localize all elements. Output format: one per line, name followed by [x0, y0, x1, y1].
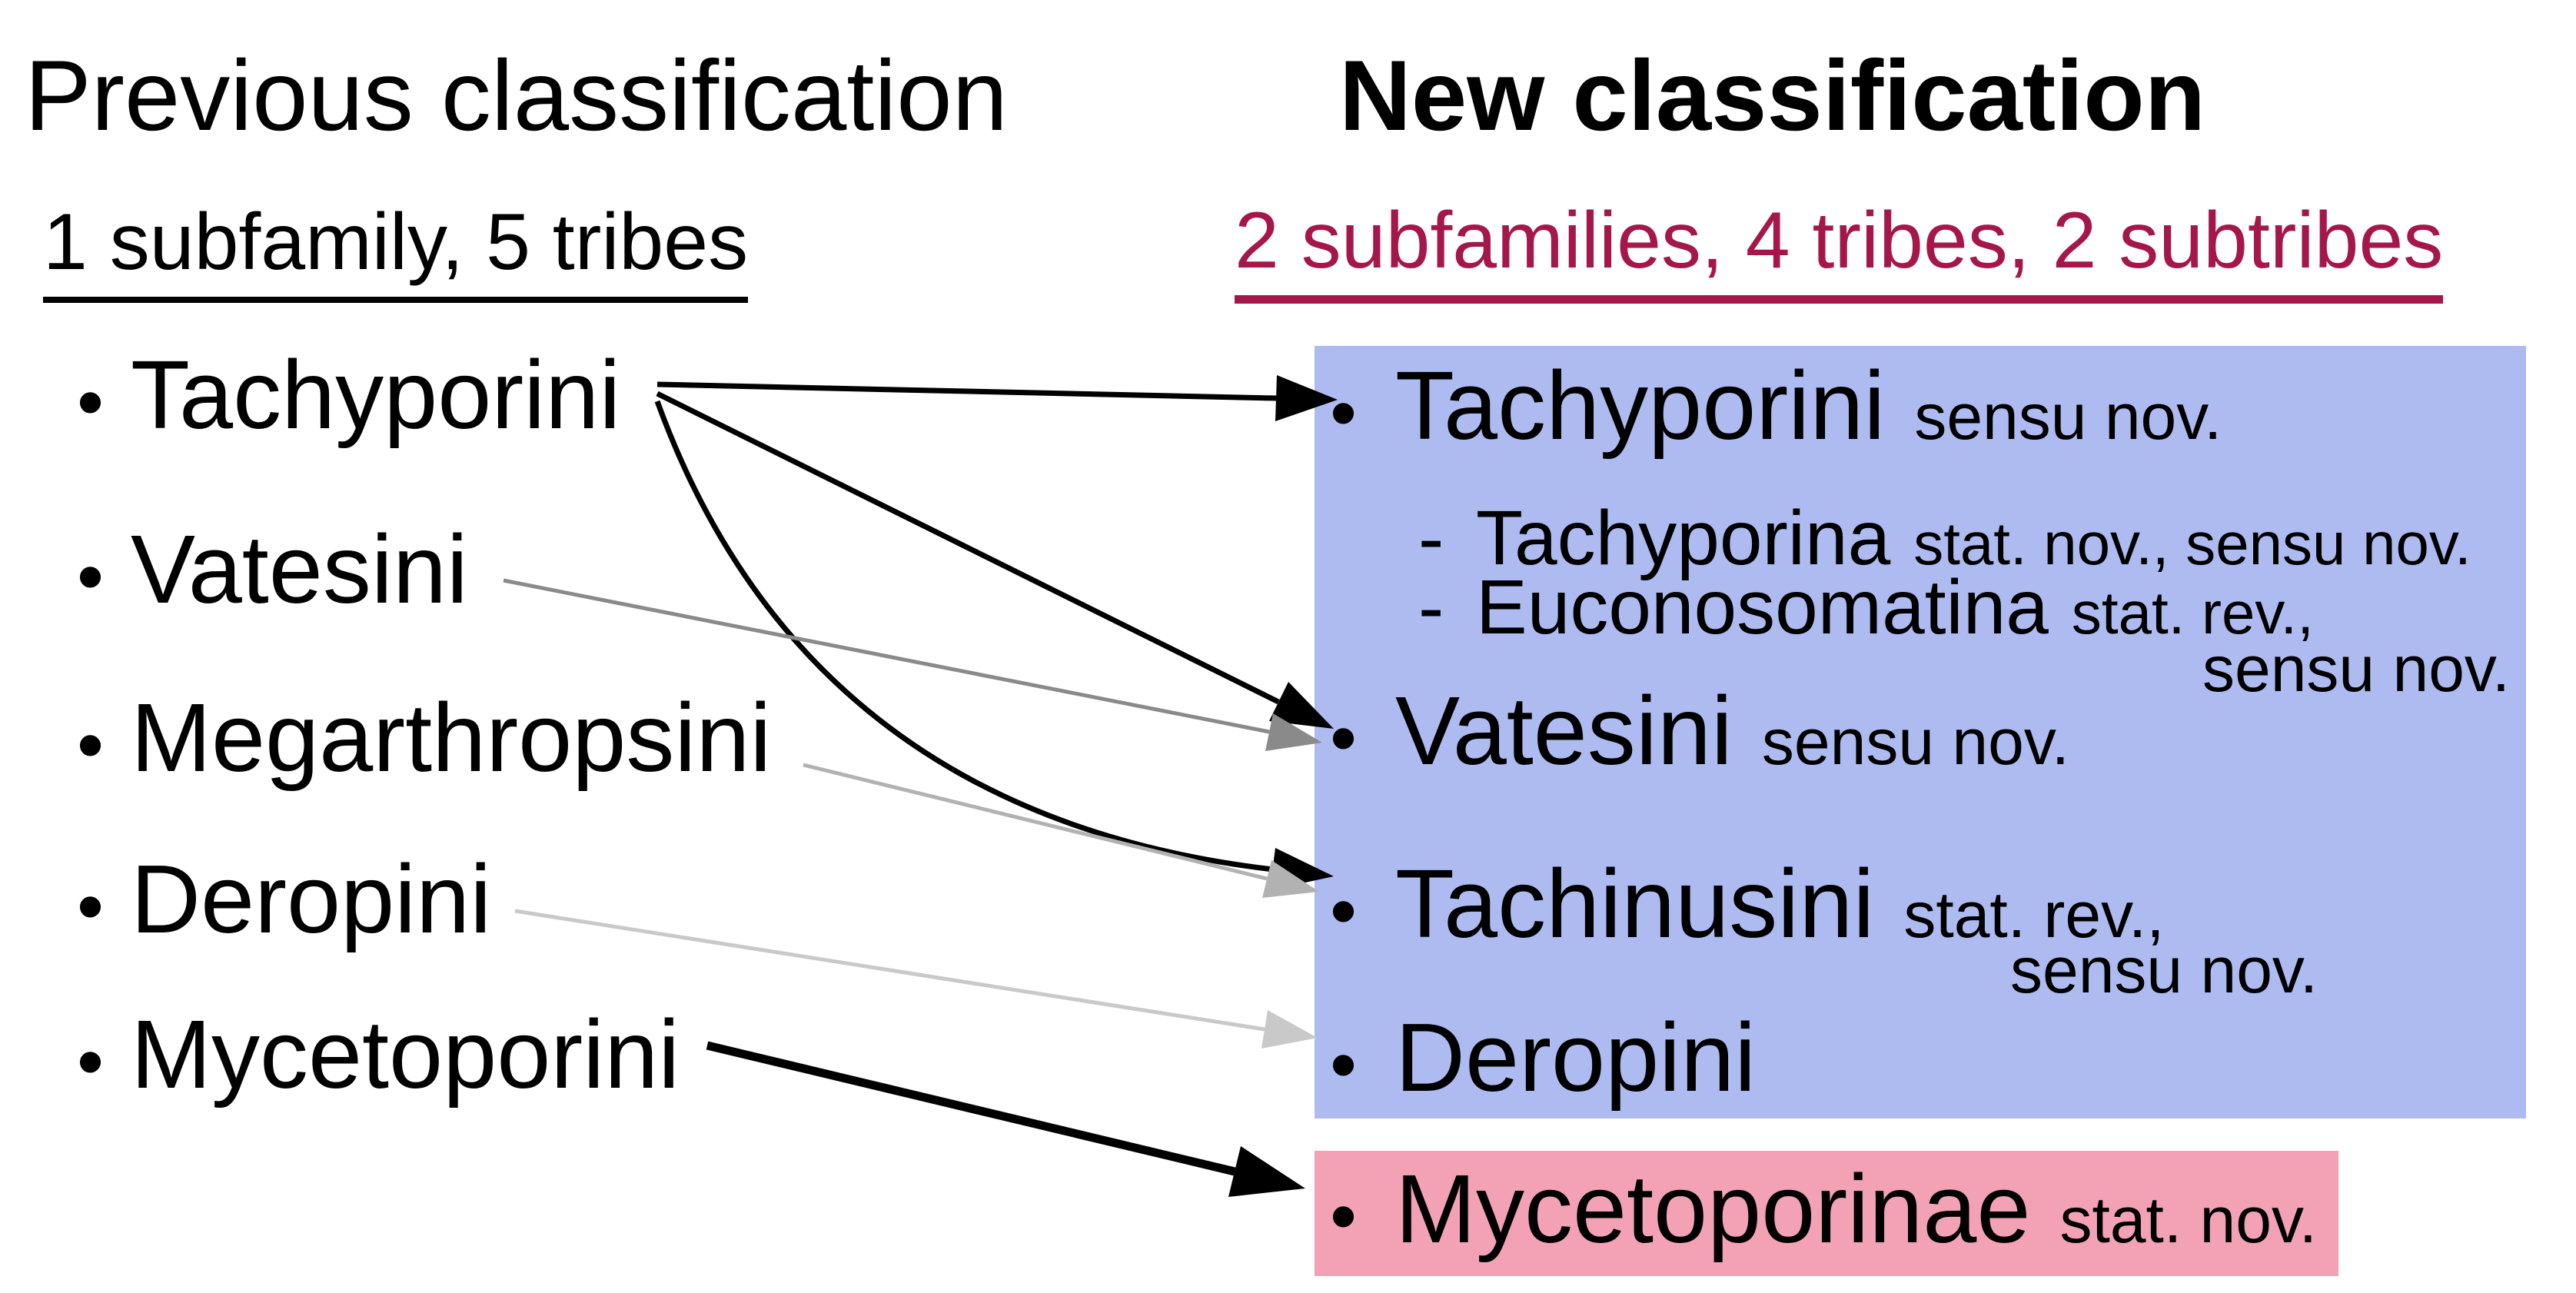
new-item-note: sensu nov.: [1761, 706, 2069, 778]
arrow-tachyporini-to-tachyporini: [656, 375, 1338, 421]
bullet-icon: •: [1330, 370, 1358, 456]
new-item-name: Deropini: [1395, 1003, 1757, 1112]
bullet-icon: •: [1330, 868, 1358, 954]
mycetoporinae-pink-box: [1315, 1151, 2338, 1276]
new-subitem-euconosomatina: - Euconosomatina stat. rev.,: [1418, 561, 2314, 653]
new-item-name: Tachyporini: [1395, 351, 1886, 460]
tachyporinae-blue-box: [1315, 346, 2526, 1118]
new-item-tachinusini: • Tachinusini stat. rev.,: [1330, 846, 2165, 962]
new-item-tachinusini-note2: sensu nov.: [2010, 934, 2318, 1006]
arrow-tachyporini-to-tachinusini: [654, 400, 1334, 890]
prev-item-deropini: • Deropini: [77, 841, 491, 957]
prev-item-tachyporini: • Tachyporini: [77, 337, 620, 453]
new-item-note: stat. rev.,: [1903, 879, 2165, 951]
new-item-name: Euconosomatina: [1476, 564, 2049, 650]
prev-item-vatesini: • Vatesini: [77, 511, 468, 627]
previous-subtitle: 1 subfamily, 5 tribes: [43, 198, 749, 304]
arrow-megarthropsini-to-tachinusini: [803, 763, 1319, 898]
prev-item-label: Megarthropsini: [131, 683, 772, 792]
prev-item-label: Vatesini: [131, 515, 468, 623]
arrow-mycetoporini-to-mycetoporinae: [706, 1041, 1305, 1197]
bullet-icon: •: [77, 863, 105, 949]
prev-item-label: Mycetoporini: [131, 1000, 680, 1109]
new-item-name: Tachinusini: [1395, 849, 1875, 958]
new-subitem-euconosomatina-note2: sensu nov.: [2202, 633, 2511, 705]
bullet-icon: •: [1330, 1022, 1358, 1108]
new-item-note: stat. rev.,: [2071, 579, 2314, 646]
bullet-icon: •: [1330, 695, 1358, 781]
previous-title: Previous classification: [25, 39, 1008, 151]
bullet-icon: •: [77, 359, 105, 445]
prev-item-megarthropsini: • Megarthropsini: [77, 680, 771, 796]
new-subitem-tachyporina: - Tachyporina stat. nov., sensu nov.: [1418, 492, 2471, 584]
new-title: New classification: [1339, 39, 2206, 151]
new-item-mycetoporinae: • Mycetoporinae stat. nov.: [1330, 1151, 2317, 1267]
new-item-deropini: • Deropini: [1330, 999, 1756, 1115]
bullet-icon: •: [77, 702, 105, 788]
new-item-name: Mycetoporinae: [1395, 1155, 2031, 1263]
arrow-tachyporini-to-vatesini: [656, 391, 1334, 729]
new-subtitle: 2 subfamilies, 4 tribes, 2 subtribes: [1235, 197, 2444, 304]
new-item-vatesini: • Vatesini sensu nov.: [1330, 673, 2069, 789]
bullet-icon: •: [77, 1019, 105, 1105]
new-item-name: Vatesini: [1395, 676, 1733, 785]
dash-icon: -: [1418, 495, 1444, 581]
new-item-note: stat. nov.: [2059, 1184, 2318, 1256]
bullet-icon: •: [77, 533, 105, 620]
bullet-icon: •: [1330, 1173, 1358, 1259]
new-item-note: sensu nov.: [1914, 381, 2222, 453]
prev-item-mycetoporini: • Mycetoporini: [77, 996, 680, 1112]
dash-icon: -: [1418, 564, 1444, 650]
new-item-tachyporini: • Tachyporini sensu nov.: [1330, 347, 2222, 464]
new-item-name: Tachyporina: [1476, 495, 1891, 581]
new-item-note: stat. nov., sensu nov.: [1913, 510, 2471, 577]
prev-item-label: Tachyporini: [131, 341, 621, 449]
prev-item-label: Deropini: [131, 845, 492, 953]
